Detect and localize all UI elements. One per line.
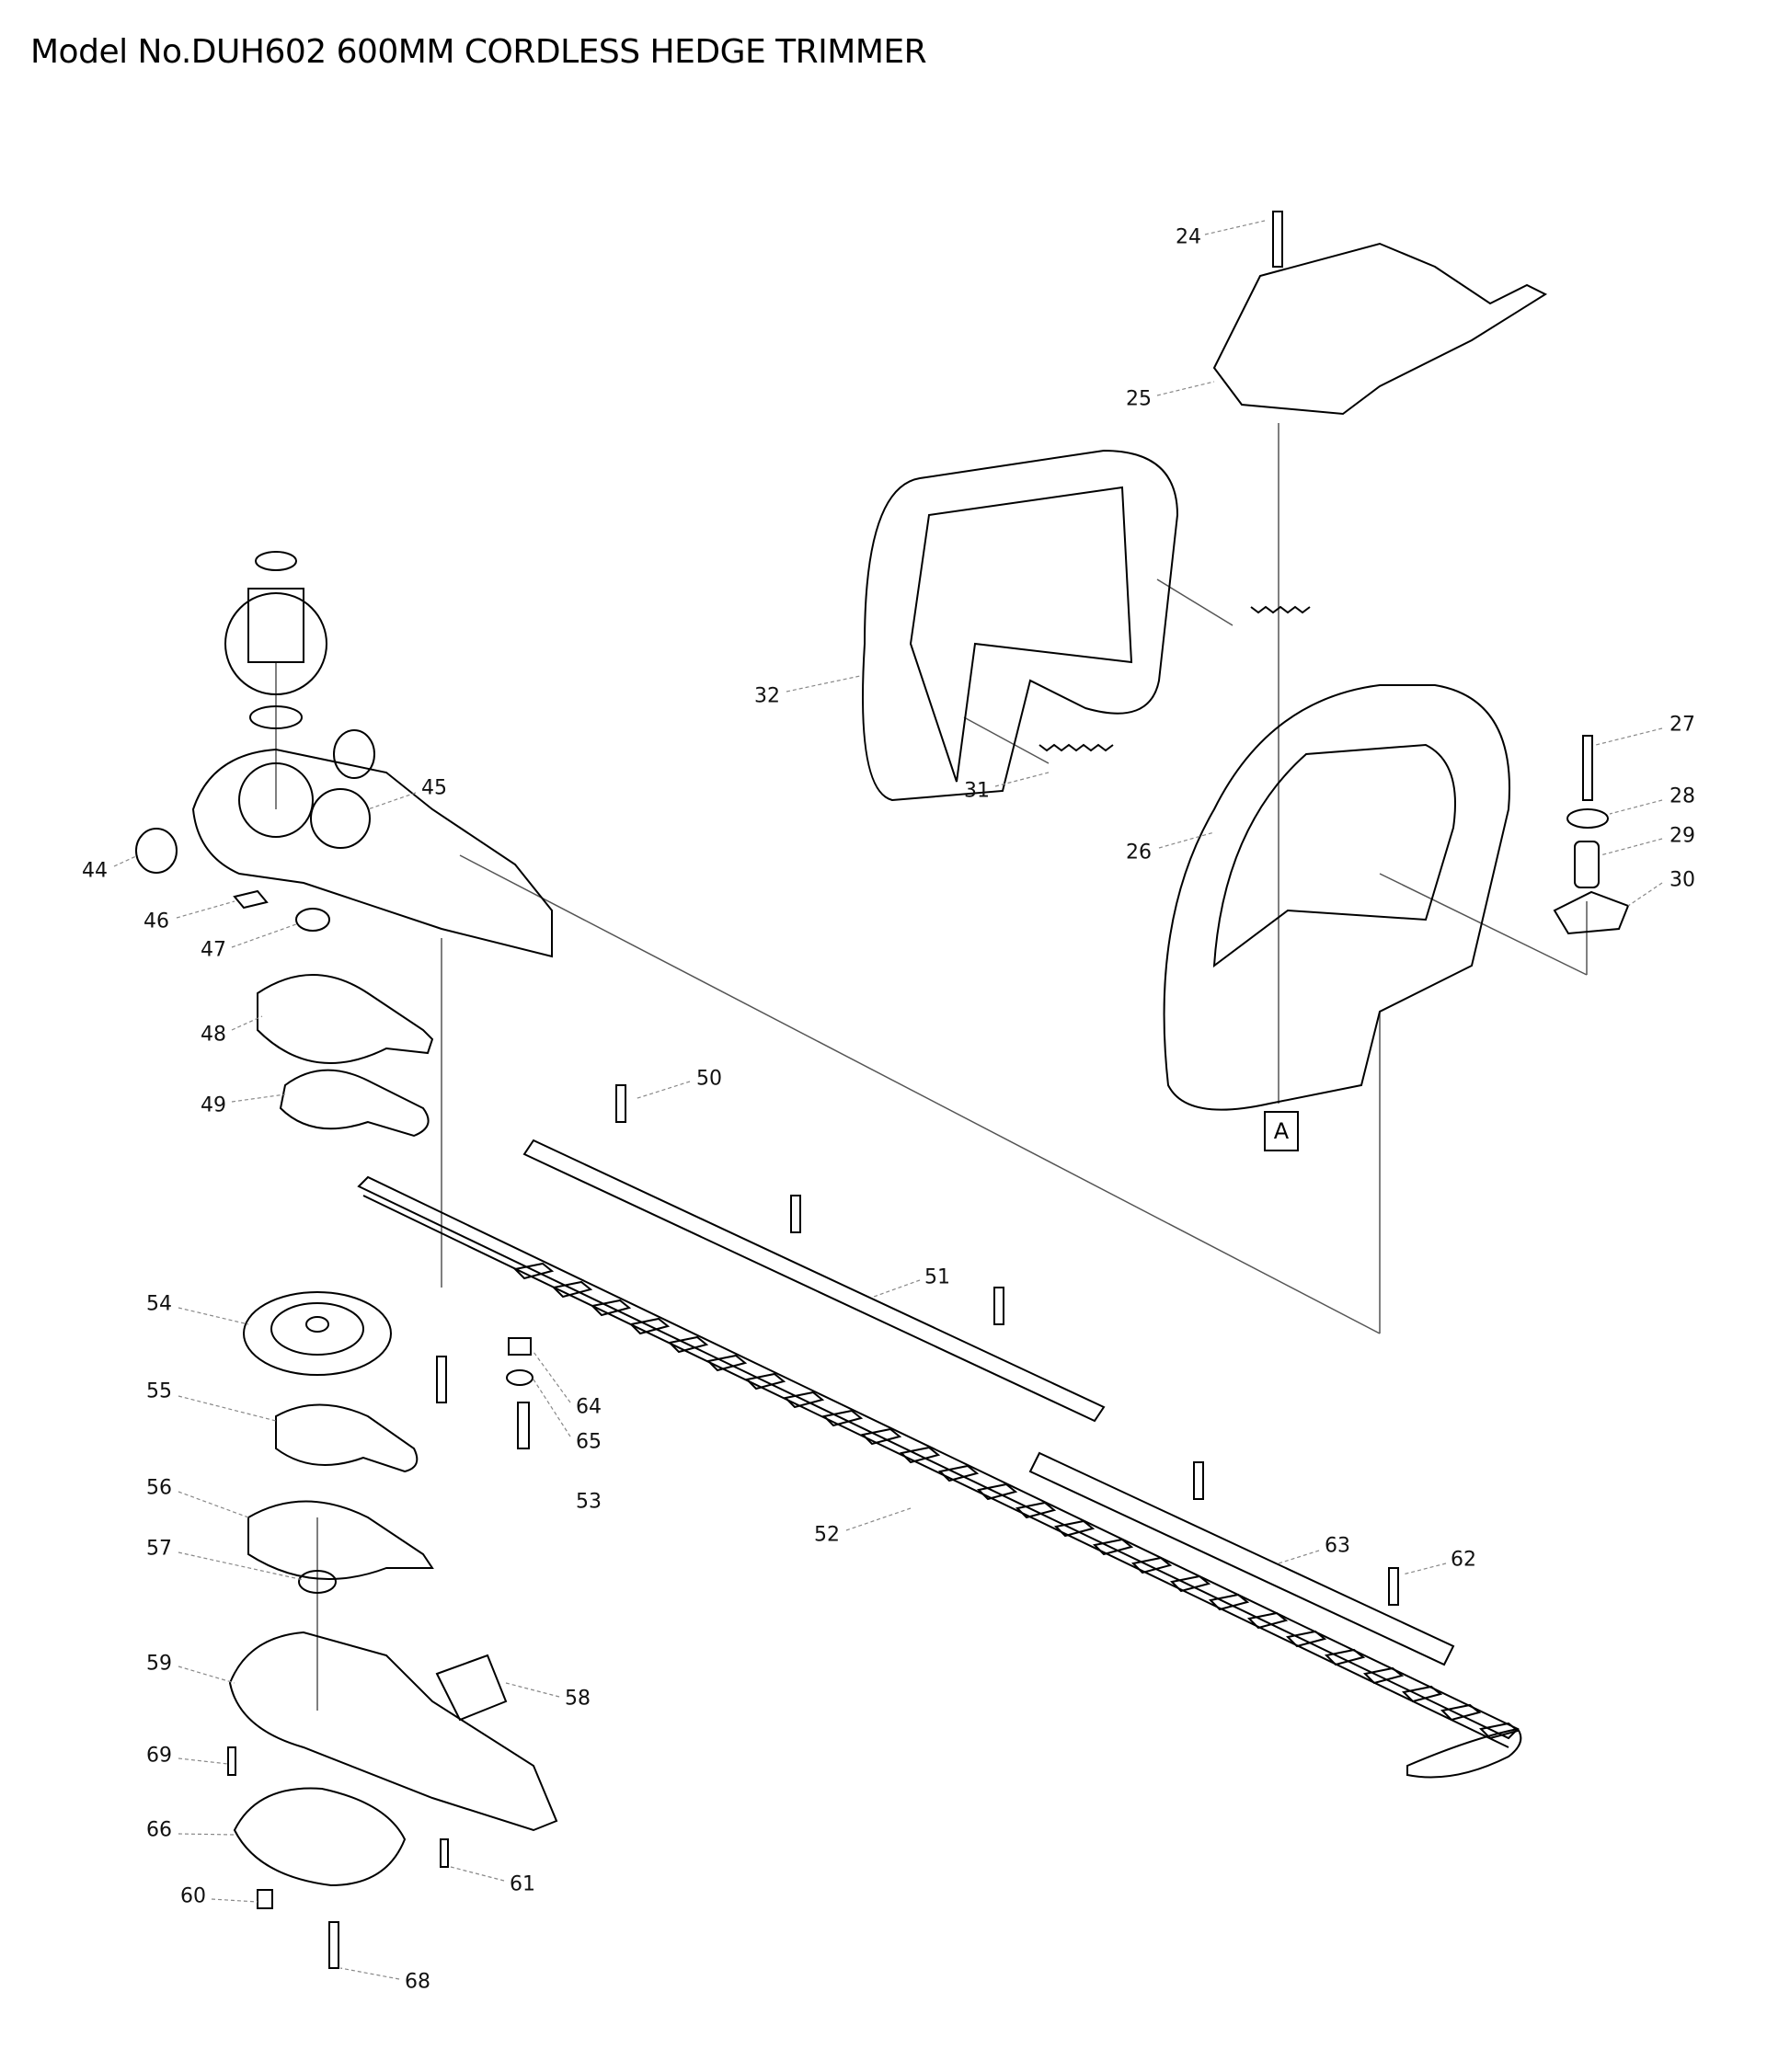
callout-68: 68 — [405, 1970, 430, 1994]
block-58 — [435, 1654, 508, 1722]
blade-cover-51 — [522, 1139, 1106, 1423]
ring-49 — [279, 1069, 430, 1138]
blade-tooth — [976, 1482, 1018, 1501]
callout-29: 29 — [1670, 824, 1695, 848]
blade-teeth — [512, 1262, 1520, 1740]
assembly-lines — [275, 423, 1588, 1711]
blade-tooth — [1015, 1501, 1057, 1519]
callout-54: 54 — [146, 1292, 172, 1316]
rubber-bumper — [333, 729, 375, 779]
callout-44: 44 — [82, 859, 108, 883]
blade-tooth — [551, 1280, 593, 1299]
callout-65: 65 — [576, 1430, 602, 1454]
blade-tooth — [937, 1464, 980, 1482]
callout-28: 28 — [1670, 784, 1695, 808]
blade-tooth — [1285, 1630, 1327, 1648]
callout-46: 46 — [143, 910, 169, 933]
gear-54 — [243, 1291, 392, 1376]
callout-52: 52 — [814, 1523, 840, 1547]
blade-tooth — [1053, 1519, 1096, 1538]
callout-51: 51 — [924, 1265, 950, 1289]
callout-64: 64 — [576, 1395, 602, 1419]
blade-tooth — [1092, 1538, 1134, 1556]
plate-56 — [247, 1500, 434, 1580]
callout-66: 66 — [146, 1818, 172, 1842]
blade-tooth — [1130, 1556, 1173, 1574]
callout-60: 60 — [180, 1884, 206, 1908]
screws — [227, 1084, 1399, 1969]
diagram-title: Model No.DUH602 600MM CORDLESS HEDGE TRI… — [30, 33, 927, 71]
reference-box-a: A — [1264, 1111, 1299, 1151]
callout-56: 56 — [146, 1476, 172, 1500]
bearing-47 — [295, 908, 330, 932]
spring-31 — [1038, 743, 1114, 752]
callout-26: 26 — [1126, 841, 1152, 864]
callout-62: 62 — [1451, 1548, 1476, 1572]
blade-tooth — [1440, 1703, 1482, 1722]
callout-25: 25 — [1126, 387, 1152, 411]
callout-63: 63 — [1325, 1534, 1350, 1558]
blade-tooth — [860, 1427, 902, 1446]
sleeve-29 — [1574, 841, 1600, 888]
blade-tooth — [1169, 1574, 1211, 1593]
plate-48 — [257, 974, 434, 1064]
callout-58: 58 — [565, 1687, 591, 1711]
blade-tooth — [1401, 1685, 1443, 1703]
callout-69: 69 — [146, 1744, 172, 1768]
callout-61: 61 — [510, 1872, 535, 1896]
callout-59: 59 — [146, 1652, 172, 1676]
plate-46 — [233, 889, 269, 910]
blade-tooth — [512, 1262, 555, 1280]
callout-49: 49 — [201, 1093, 226, 1117]
callout-27: 27 — [1670, 713, 1695, 737]
blade-tooth — [706, 1354, 748, 1372]
callout-55: 55 — [146, 1379, 172, 1403]
blade-tooth — [744, 1372, 786, 1391]
blade-tooth — [821, 1409, 864, 1427]
rear-handle-cover — [1212, 211, 1548, 416]
callout-53: 53 — [576, 1490, 602, 1514]
callout-31: 31 — [964, 779, 990, 803]
washer-65 — [506, 1369, 534, 1386]
washer-28 — [1566, 808, 1609, 829]
fan-cover-66 — [233, 1787, 407, 1887]
callout-32: 32 — [754, 684, 780, 708]
callout-45: 45 — [421, 776, 447, 800]
blade-tooth — [1362, 1666, 1405, 1685]
blade-tooth — [1478, 1722, 1520, 1740]
blade-tooth — [628, 1317, 671, 1335]
spring — [1250, 605, 1311, 614]
blade-tooth — [1324, 1648, 1366, 1666]
bolt-27 — [1582, 735, 1593, 801]
gear-housing-upper — [191, 748, 553, 958]
callout-47: 47 — [201, 938, 226, 962]
rubber-bumper-44 — [135, 828, 178, 874]
blade-tooth — [783, 1391, 825, 1409]
blade-tooth — [899, 1446, 941, 1464]
ring-55 — [275, 1403, 419, 1473]
blade-tooth — [1246, 1611, 1289, 1630]
nut-30 — [1553, 890, 1630, 935]
callout-24: 24 — [1176, 225, 1201, 249]
callout-57: 57 — [146, 1537, 172, 1561]
rear-handle — [1163, 684, 1510, 1111]
callout-30: 30 — [1670, 868, 1695, 892]
nut-64 — [508, 1337, 532, 1356]
gear-housing-lower-59 — [228, 1631, 558, 1832]
blade-tooth — [667, 1335, 709, 1354]
bearing-57 — [298, 1570, 337, 1594]
callout-50: 50 — [696, 1067, 722, 1091]
blade-cover-63 — [1028, 1451, 1455, 1666]
blade-tooth — [1208, 1593, 1250, 1611]
front-handle — [862, 449, 1179, 802]
blade-tooth — [590, 1299, 632, 1317]
armature — [224, 551, 327, 729]
blade-tip — [1406, 1727, 1522, 1779]
callout-48: 48 — [201, 1023, 226, 1047]
callout-leaders — [113, 220, 1663, 1980]
